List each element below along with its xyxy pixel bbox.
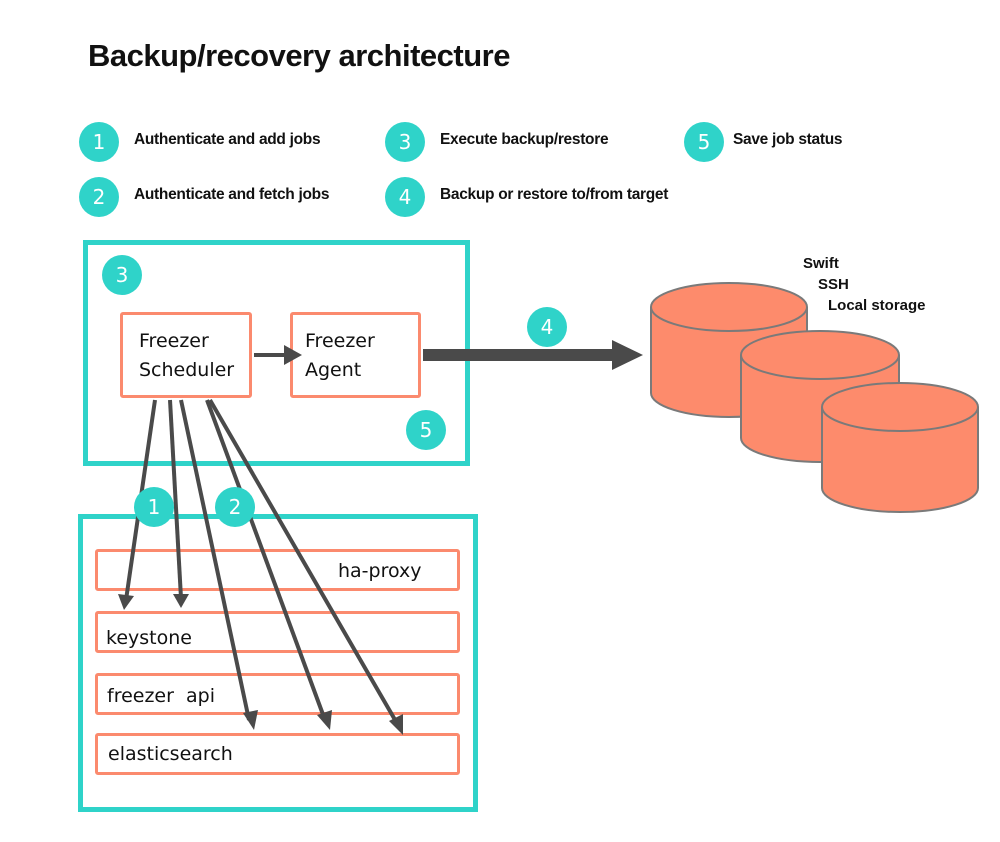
step-badge-4: 4: [385, 177, 425, 217]
api-step-badge-2: 2: [215, 487, 255, 527]
service-ha-proxy: ha-proxy: [95, 549, 460, 591]
service-label: keystone: [106, 627, 192, 649]
transfer-step-badge-4: 4: [527, 307, 567, 347]
storage-label-local: Local storage: [828, 297, 926, 314]
backup-transfer-arrowhead: [612, 340, 643, 370]
freezer-scheduler-line2: Scheduler: [139, 359, 235, 381]
step-badge-3: 3: [385, 122, 425, 162]
legend-label-5: Save job status: [733, 131, 843, 148]
freezer-scheduler-box: Freezer Scheduler: [120, 312, 252, 398]
service-elasticsearch: elasticsearch: [95, 733, 460, 775]
legend-label-1: Authenticate and add jobs: [134, 131, 321, 148]
storage-label-swift: Swift: [803, 255, 839, 272]
service-keystone: keystone: [95, 611, 460, 653]
freezer-agent-line1: Freezer: [305, 330, 375, 352]
storage-cylinder-ssh: [740, 330, 900, 463]
freezer-agent-line2: Agent: [305, 359, 362, 381]
service-label: freezer api: [107, 685, 215, 707]
legend-label-2: Authenticate and fetch jobs: [134, 186, 330, 203]
step-badge-5: 5: [684, 122, 724, 162]
api-step-badge-1: 1: [134, 487, 174, 527]
freezer-scheduler-line1: Freezer: [139, 330, 209, 352]
freezer-agent-box: Freezer Agent: [290, 312, 421, 398]
storage-cylinder-local: [821, 382, 979, 513]
step-badge-2: 2: [79, 177, 119, 217]
storage-cylinder-swift: [650, 282, 808, 418]
step-badge-1: 1: [79, 122, 119, 162]
legend-label-3: Execute backup/restore: [440, 131, 609, 148]
legend-label-4: Backup or restore to/from target: [440, 186, 669, 203]
service-freezer-api: freezer api: [95, 673, 460, 715]
client-step-badge-5: 5: [406, 410, 446, 450]
page-title: Backup/recovery architecture: [88, 38, 510, 73]
client-step-badge-3: 3: [102, 255, 142, 295]
service-label: elasticsearch: [108, 743, 233, 765]
service-label: ha-proxy: [338, 560, 422, 582]
storage-label-ssh: SSH: [818, 276, 849, 293]
